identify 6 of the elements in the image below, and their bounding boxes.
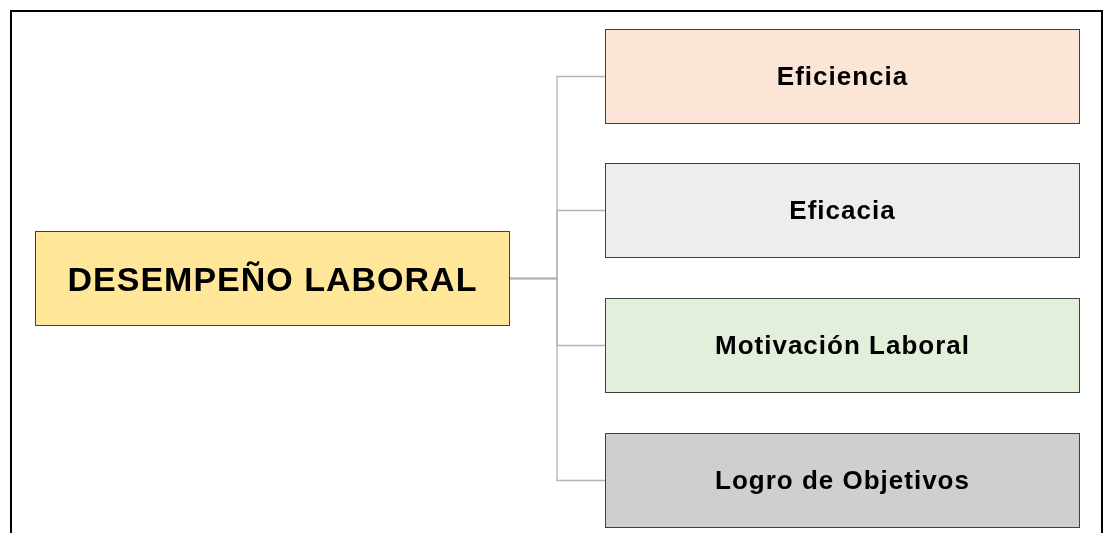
category-box: Eficiencia	[605, 29, 1080, 124]
category-box: DESEMPEÑO LABORAL	[35, 231, 510, 326]
category-box: Eficacia	[605, 163, 1080, 258]
category-box: Logro de Objetivos	[605, 433, 1080, 528]
connector-line	[509, 277, 606, 482]
category-box: Motivación Laboral	[605, 298, 1080, 393]
